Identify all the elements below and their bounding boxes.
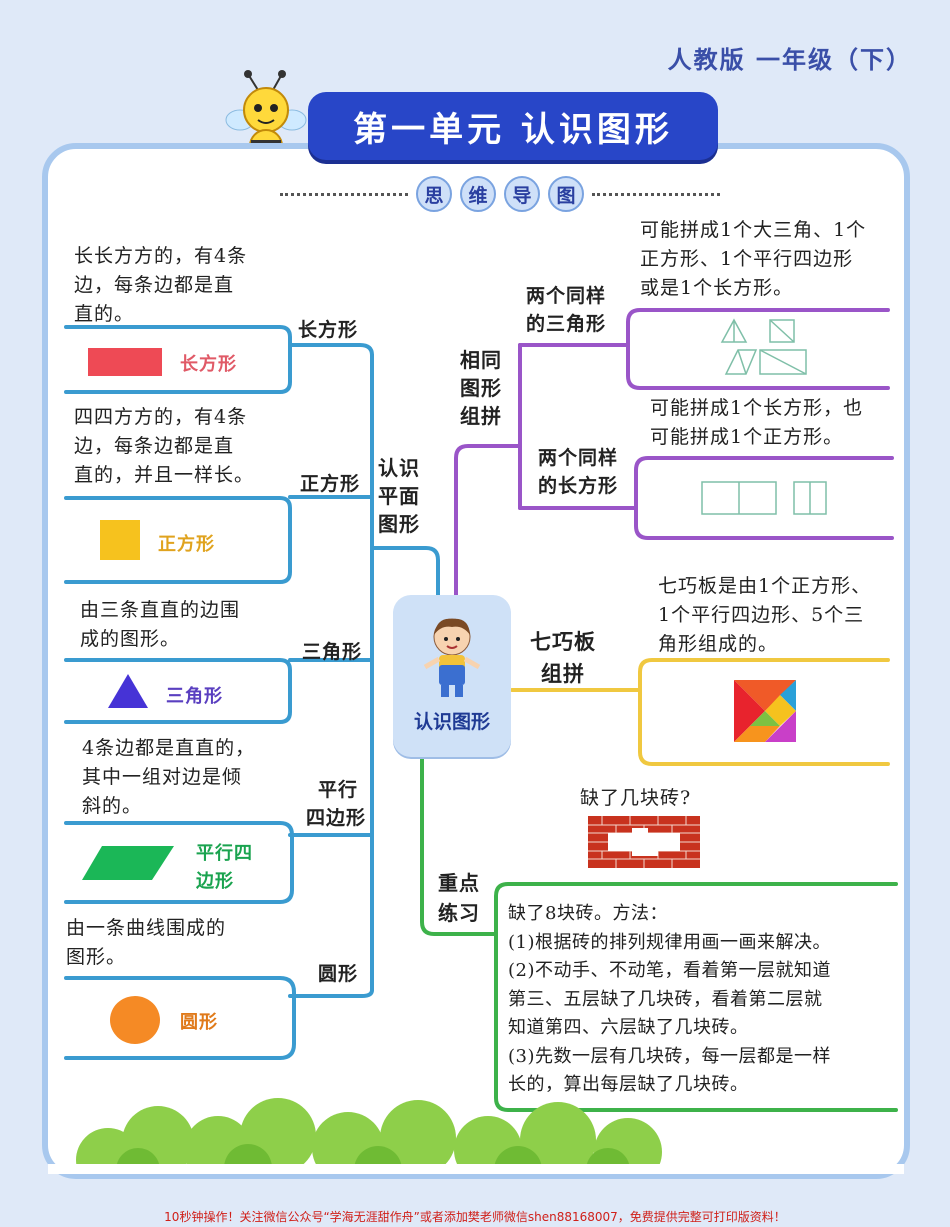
practice-answer: 缺了8块砖。方法： (1)根据砖的排列规律用画一画来解决。 (2)不动手、不动笔… <box>508 903 831 1095</box>
square-description: 四四方方的，有4条 边，每条边都是直 直的，并且一样长。 <box>74 406 255 486</box>
bushes-decoration <box>48 1098 904 1174</box>
triangle-shape-label: 三角形 <box>166 686 223 707</box>
triangle-combinations-figure <box>720 318 807 375</box>
boy-icon <box>423 618 481 697</box>
parallelogram-branch-label: 平行 四边形 <box>306 779 367 829</box>
circle-branch-label: 圆形 <box>318 963 359 985</box>
rectangle-shape <box>88 348 162 376</box>
two-rectangles-label: 两个同样 的长方形 <box>538 447 619 497</box>
triangle-shape <box>108 674 148 708</box>
tag-char: 维 <box>460 176 496 212</box>
circle-shape-label: 圆形 <box>180 1012 218 1033</box>
brick-wall-figure <box>588 816 700 868</box>
rectangle-description: 长长方方的，有4条 边，每条边都是直 直的。 <box>74 245 248 325</box>
center-title: 认识图形 <box>413 711 490 733</box>
tag-char: 导 <box>504 176 540 212</box>
footer-notice: 10秒钟操作！关注微信公众号“学海无涯甜作舟”或者添加樊老师微信shen8816… <box>164 1210 786 1224</box>
tangram-description: 七巧板是由1个正方形、 1个平行四边形、5个三 角形组成的。 <box>658 575 872 655</box>
rectangle-branch-label: 长方形 <box>298 319 359 341</box>
branch-title-practice: 重点 练习 <box>438 871 480 925</box>
mindmap-tag: 思 维 导 图 <box>280 176 720 212</box>
practice-question: 缺了几块砖? <box>580 787 692 809</box>
branch-title-plane: 认识 平面 图形 <box>378 456 420 536</box>
rectangle-combinations-figure <box>701 481 827 515</box>
branch-title-combine: 相同 图形 组拼 <box>460 348 502 428</box>
triangle-branch-label: 三角形 <box>302 641 363 663</box>
square-shape <box>100 520 140 560</box>
parallelogram-shape-label: 平行四 边形 <box>196 843 253 892</box>
circle-shape <box>110 996 160 1044</box>
tag-char: 思 <box>416 176 452 212</box>
rectangle-shape-label: 长方形 <box>180 354 237 375</box>
triangle-description: 由三条直直的边围 成的图形。 <box>80 599 241 650</box>
parallelogram-description: 4条边都是直直的， 其中一组对边是倾 斜的。 <box>82 737 256 817</box>
tag-char: 图 <box>548 176 584 212</box>
parallelogram-shape <box>82 846 174 880</box>
tangram-figure <box>734 680 796 742</box>
edition-label: 人教版 一年级（下） <box>667 45 912 74</box>
circle-description: 由一条曲线围成的 图形。 <box>66 917 227 968</box>
center-node: 认识图形 <box>393 595 511 757</box>
two-triangles-label: 两个同样 的三角形 <box>526 285 607 335</box>
two-rectangles-description: 可能拼成1个长方形，也 可能拼成1个正方形。 <box>650 397 864 448</box>
two-triangles-description: 可能拼成1个大三角、1个 正方形、1个平行四边形 或是1个长方形。 <box>640 219 867 299</box>
branch-title-tangram: 七巧板 组拼 <box>530 629 596 686</box>
square-shape-label: 正方形 <box>158 534 215 555</box>
square-branch-label: 正方形 <box>300 473 361 495</box>
page-title: 第一单元 认识图形 <box>308 92 718 160</box>
